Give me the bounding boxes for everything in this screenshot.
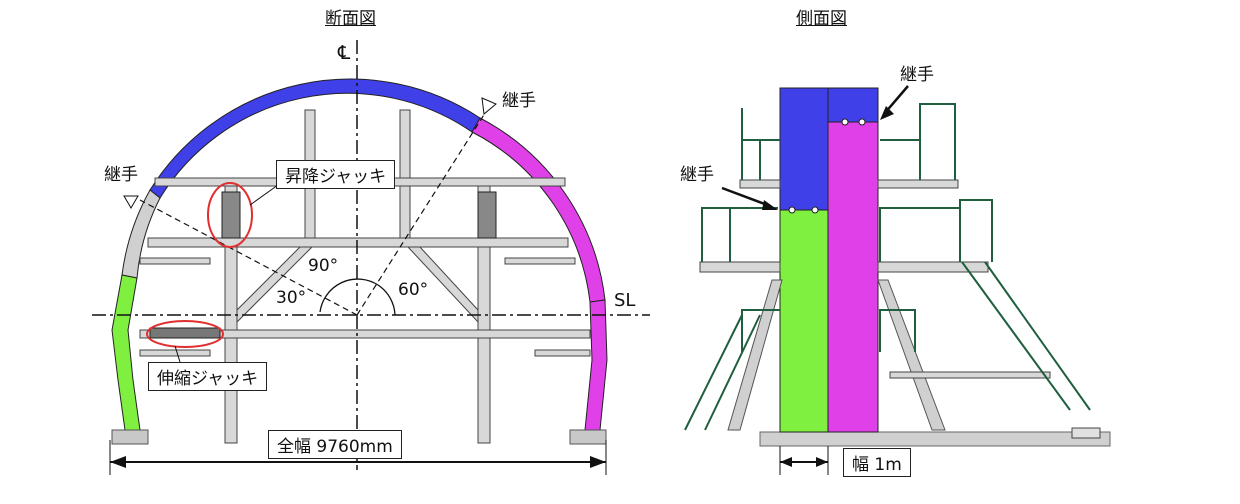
section-view: [92, 40, 650, 475]
width-arrow-left: [110, 456, 126, 468]
foot-pad-left: [111, 429, 149, 445]
foot-pad-right: [569, 429, 607, 445]
joint-arrowhead-left: [762, 200, 778, 210]
telescopic-jack: [149, 327, 221, 339]
ground-block: [1071, 427, 1101, 439]
lift-jack-highlight: [207, 182, 253, 248]
section-view-title: 断面図: [325, 9, 376, 29]
joint-bolt-1: [788, 206, 796, 214]
joint-bolt-3: [841, 118, 849, 126]
angle-arc-90: [319, 278, 379, 313]
arch-segment-green: [111, 274, 141, 431]
ground-slab: [759, 431, 1111, 447]
railing-low-left: [741, 309, 780, 352]
joint-arrow-left: [721, 186, 771, 208]
brace-right: [406, 246, 479, 324]
side-joint-label-top: 継手: [900, 65, 934, 85]
side-platform-low-right: [889, 371, 1051, 379]
width-arrow-right: [590, 456, 606, 468]
springline-label: SL: [614, 290, 636, 311]
side-width-arrow-left: [780, 457, 792, 467]
joint-bolt-2: [811, 206, 819, 214]
railing-top-left: [741, 108, 780, 180]
joint-bolt-4: [858, 118, 866, 126]
panel-blue-left: [779, 87, 829, 211]
railing-top-right: [880, 103, 956, 180]
lift-jack-label: 昇降ジャッキ: [276, 160, 396, 189]
joint-label-left: 継手: [104, 165, 138, 185]
tower-leg-right: [877, 279, 946, 431]
beam-main: [147, 237, 569, 248]
brace-left: [236, 246, 314, 324]
joint-marker-left: [123, 195, 139, 209]
platform-lower-left: [139, 349, 211, 357]
railing-mid-left: [701, 207, 778, 262]
stair-left: [684, 314, 761, 431]
tower-leg-left: [727, 279, 783, 431]
angle-label-90: 90°: [308, 256, 339, 276]
side-platform-top-left: [739, 179, 781, 189]
stair-right: [961, 261, 1091, 411]
panel-magenta: [827, 121, 879, 433]
side-view-title: 側面図: [796, 9, 847, 29]
panel-blue-right-top: [827, 87, 879, 123]
arch-segment-gray-left: [121, 189, 161, 279]
joint-marker-right: [481, 97, 497, 115]
side-width-label: 幅 1m: [843, 448, 911, 477]
angle-arc-60: [377, 284, 396, 316]
railing-mid-right: [879, 199, 993, 262]
telescopic-jack-label: 伸縮ジャッキ: [148, 362, 268, 391]
side-platform-top-right: [877, 179, 959, 189]
platform-left: [139, 257, 211, 265]
side-joint-label-left: 継手: [680, 165, 714, 185]
railing-low-right: [879, 309, 916, 352]
angle-label-60: 60°: [398, 280, 429, 300]
side-width-arrow-right: [816, 457, 828, 467]
telescopic-jack-highlight: [146, 320, 224, 348]
platform-lower-right: [534, 349, 591, 357]
angle-label-30: 30°: [276, 288, 307, 308]
telescopic-jack-leader: [174, 345, 181, 363]
total-width-label: 全幅 9760mm: [268, 430, 402, 459]
centerline-symbol: ℄: [338, 42, 351, 64]
joint-line-left: [139, 199, 358, 316]
arch-segment-magenta-leg: [584, 299, 608, 431]
lift-jack-leader: [249, 184, 279, 206]
joint-line-right: [356, 109, 488, 316]
beam-lower: [139, 329, 591, 339]
joint-label-right: 継手: [502, 91, 536, 111]
side-platform-mid-right: [877, 261, 989, 273]
side-platform-mid-left: [699, 261, 781, 273]
panel-green: [779, 209, 829, 433]
joint-arrowhead-top: [880, 106, 894, 120]
column-top-right: [399, 109, 411, 241]
lift-jack-right: [477, 191, 497, 239]
side-view: [684, 85, 1111, 475]
lift-jack-left: [221, 191, 241, 239]
platform-right: [504, 257, 576, 265]
